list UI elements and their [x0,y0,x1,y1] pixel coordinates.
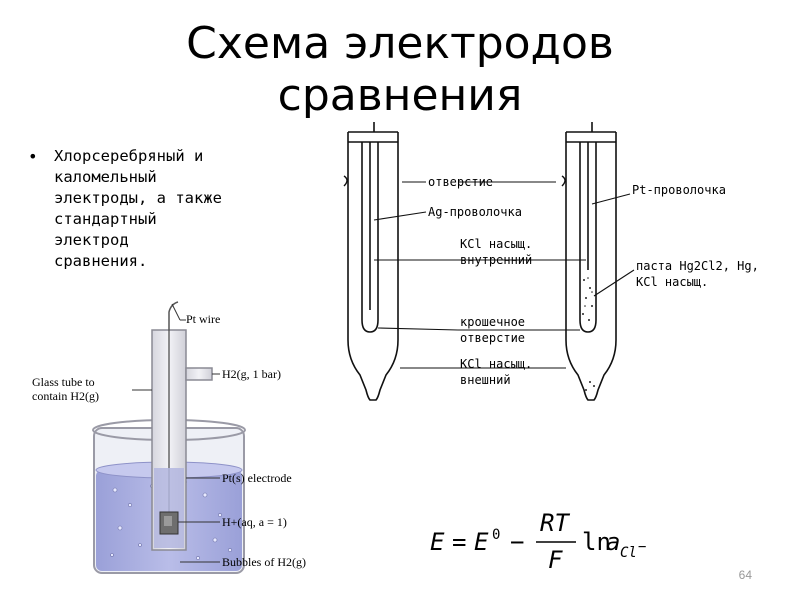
label-h-plus: H+(aq, a = 1) [222,515,287,529]
label-pt-wire: Pt wire [186,312,220,326]
label-paste-1: паста Hg2Cl2, Hg, [636,259,759,273]
silver-chloride-electrode [347,122,399,401]
formula-numerator: RT [540,509,570,537]
formula-sub-sup: − [638,539,646,555]
formula: E = E 0 − RT F ln a Cl − [430,509,646,574]
formula-e0: E [474,528,489,556]
formula-lhs: E [430,528,445,556]
page-number: 64 [738,568,752,582]
label-kcl-inner-2: внутренний [460,253,532,267]
label-kcl-outer-1: KCl насыщ. [460,357,532,371]
bullet-list: • Хлорсеребряный и каломельный электроды… [28,146,288,272]
paste-speckles [582,277,595,391]
label-bubbles: Bubbles of H2(g) [222,555,306,569]
formula-eq: = [452,528,466,556]
label-h2-gas: H2(g, 1 bar) [222,367,281,381]
bullet-marker: • [28,147,38,166]
title-line-1: Схема электродов [186,18,614,69]
formula-ln: ln [582,528,611,556]
formula-sub: Cl [620,545,637,561]
label-tiny-2: отверстие [460,331,525,345]
label-tiny-1: крошечное [460,315,525,329]
formula-denominator: F [548,546,563,574]
label-kcl-outer-2: внешний [460,373,511,387]
label-glass-tube-1: Glass tube to [32,375,95,389]
label-pt-electrode: Pt(s) electrode [222,471,292,485]
label-glass-tube-2: contain H2(g) [32,389,99,403]
formula-a: a [606,528,620,556]
reference-electrodes-figure: отверстие Ag-проволочка KCl насыщ. внутр… [343,122,759,401]
bubbles [110,480,232,560]
slide-title: Схема электродов сравнения [0,18,800,118]
formula-e0-sup: 0 [492,527,500,543]
label-paste-2: KCl насыщ. [636,275,708,289]
hydrogen-electrode-figure: Pt wire H2(g, 1 bar) Glass tube to conta… [32,301,306,574]
formula-minus: − [510,528,524,556]
pt-wire [168,301,179,330]
label-opening: отверстие [428,175,493,189]
title-line-2: сравнения [277,70,523,118]
bullet-text: Хлорсеребряный и каломельный электроды, … [54,147,222,270]
label-ag-wire: Ag-проволочка [428,205,522,219]
label-pt-wire-ru: Pt-проволочка [632,183,726,197]
label-kcl-inner-1: KCl насыщ. [460,237,532,251]
calomel-electrode [565,122,617,401]
